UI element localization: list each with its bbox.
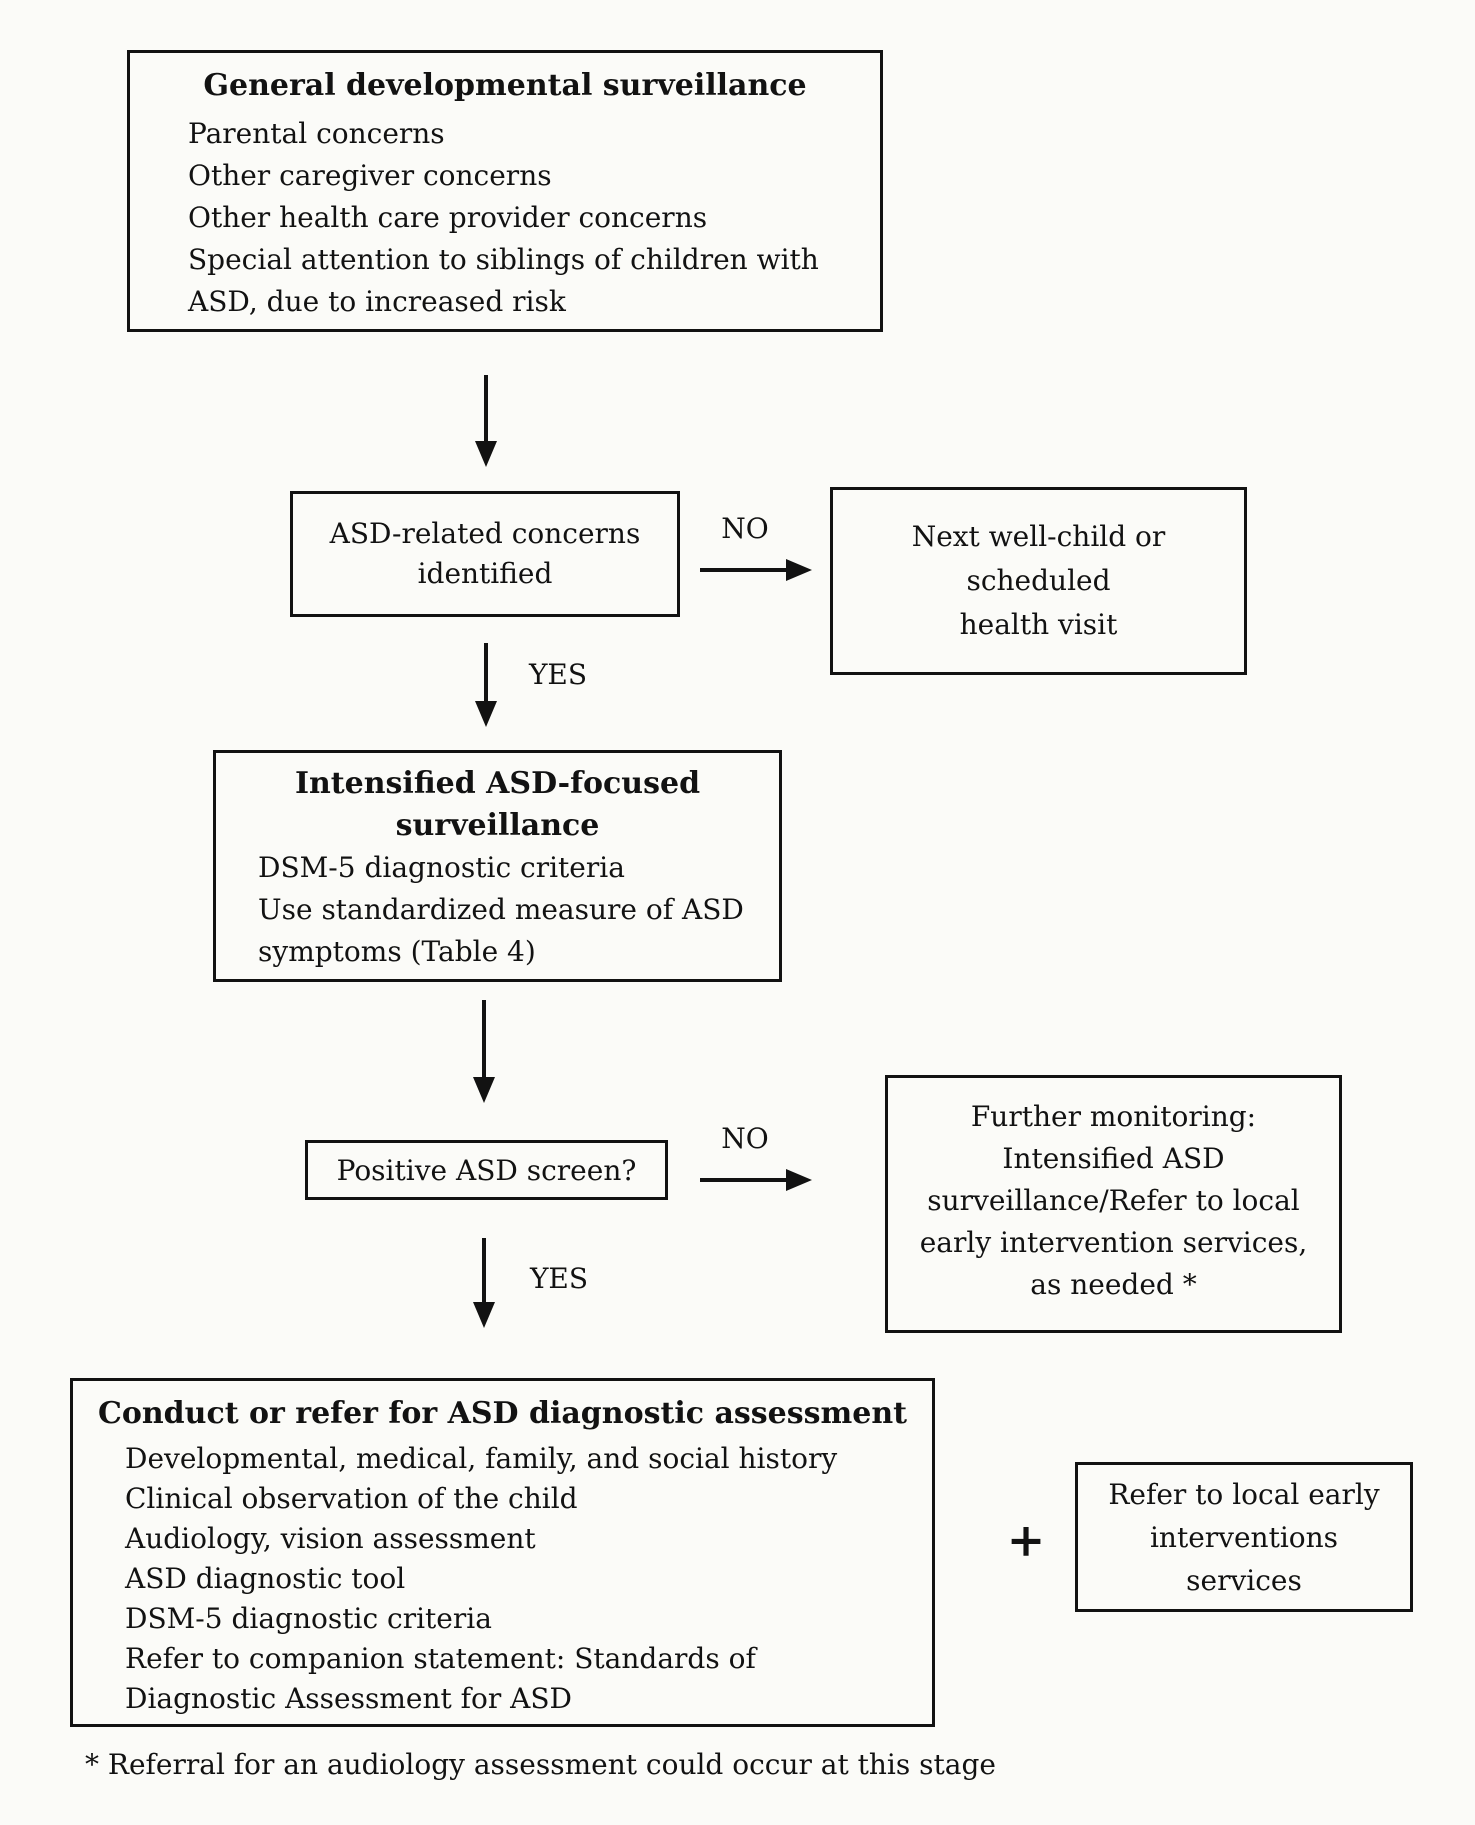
next-visit-line: health visit	[959, 608, 1118, 641]
arrow-down-to-concerns-head	[475, 441, 497, 467]
asd-concerns-line: identified	[417, 557, 553, 590]
further-monitoring-line: surveillance/Refer to local	[927, 1184, 1300, 1217]
diagnostic-assessment-title: Conduct or refer for ASD diagnostic asse…	[97, 1396, 908, 1431]
diagnostic-assessment-line: Clinical observation of the child	[125, 1482, 578, 1515]
intensified-line: symptoms (Table 4)	[258, 935, 536, 968]
refer-services-line: interventions	[1149, 1520, 1339, 1554]
yes-label-1: YES	[528, 658, 588, 691]
further-monitoring-line: Further monitoring:	[970, 1100, 1257, 1133]
arrow-right-to-next-visit	[700, 568, 788, 572]
yes-label-2: YES	[529, 1262, 589, 1295]
next-visit-line: Next well-child or	[911, 520, 1166, 553]
positive-screen-box: Positive ASD screen?	[305, 1140, 668, 1200]
general-surveillance-title: General developmental surveillance	[203, 68, 807, 103]
intensified-title-line: surveillance	[395, 808, 600, 843]
intensified-surveillance-box: Intensified ASD-focused surveillance DSM…	[213, 750, 782, 982]
further-monitoring-line: Intensified ASD	[1002, 1142, 1225, 1175]
diagnostic-assessment-line: ASD diagnostic tool	[125, 1562, 406, 1595]
further-monitoring-line: early intervention services,	[919, 1226, 1308, 1259]
further-monitoring-box: Further monitoring: Intensified ASD surv…	[885, 1075, 1342, 1333]
diagnostic-assessment-line: Diagnostic Assessment for ASD	[125, 1682, 573, 1715]
diagnostic-assessment-line: DSM-5 diagnostic criteria	[125, 1602, 492, 1635]
arrow-down-to-concerns	[484, 375, 488, 443]
next-visit-line: scheduled	[966, 564, 1111, 597]
diagnostic-assessment-line: Developmental, medical, family, and soci…	[125, 1442, 838, 1475]
no-label-1: NO	[721, 512, 769, 545]
refer-services-line: Refer to local early	[1108, 1477, 1380, 1511]
general-surveillance-line: Other health care provider concerns	[188, 201, 708, 234]
refer-services-box: Refer to local early interventions servi…	[1075, 1462, 1413, 1612]
general-surveillance-box: General developmental surveillance Paren…	[127, 50, 883, 332]
no-label-2: NO	[721, 1122, 769, 1155]
arrow-down-to-screen	[482, 1000, 486, 1079]
arrow-down-to-intensified-head	[475, 701, 497, 727]
plus-connector: +	[1006, 1513, 1046, 1567]
next-visit-box: Next well-child or scheduled health visi…	[830, 487, 1247, 675]
diagnostic-assessment-box: Conduct or refer for ASD diagnostic asse…	[70, 1378, 935, 1727]
refer-services-line: services	[1186, 1563, 1302, 1597]
arrow-down-to-diagnostic	[482, 1238, 486, 1304]
general-surveillance-line: ASD, due to increased risk	[188, 285, 566, 318]
arrow-down-to-intensified	[484, 643, 488, 703]
further-monitoring-line: as needed *	[1030, 1268, 1197, 1301]
general-surveillance-line: Other caregiver concerns	[188, 159, 552, 192]
arrow-right-to-next-visit-head	[786, 559, 812, 581]
positive-screen-line: Positive ASD screen?	[336, 1153, 637, 1187]
general-surveillance-line: Special attention to siblings of childre…	[188, 243, 819, 276]
asd-concerns-box: ASD-related concerns identified	[290, 491, 680, 617]
intensified-line: Use standardized measure of ASD	[258, 893, 744, 926]
footnote: * Referral for an audiology assessment c…	[85, 1748, 996, 1781]
general-surveillance-line: Parental concerns	[188, 117, 445, 150]
arrow-right-to-further-monitoring	[700, 1178, 788, 1182]
arrow-down-to-screen-head	[473, 1077, 495, 1103]
asd-concerns-line: ASD-related concerns	[329, 517, 641, 550]
diagnostic-assessment-line: Audiology, vision assessment	[125, 1522, 536, 1555]
diagnostic-assessment-line: Refer to companion statement: Standards …	[125, 1642, 756, 1675]
intensified-title-line: Intensified ASD-focused	[294, 766, 701, 801]
arrow-down-to-diagnostic-head	[473, 1302, 495, 1328]
intensified-line: DSM-5 diagnostic criteria	[258, 851, 625, 884]
arrow-right-to-further-monitoring-head	[786, 1169, 812, 1191]
